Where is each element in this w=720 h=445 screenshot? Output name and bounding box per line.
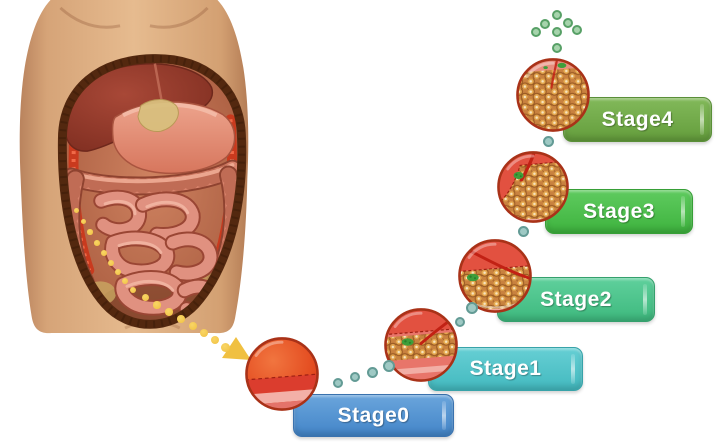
spread-dot — [552, 10, 562, 20]
stage2-circle — [458, 239, 532, 313]
stage3-circle — [497, 151, 569, 223]
arrow-dot — [129, 286, 137, 294]
arrow-dot — [153, 301, 161, 309]
spread-dot — [383, 360, 395, 372]
spread-dot — [542, 135, 554, 147]
arrow-dot — [141, 293, 149, 301]
spread-dot — [350, 372, 360, 382]
stage1-circle — [384, 308, 458, 382]
arrow-dot — [108, 260, 114, 266]
arrow-dot — [73, 207, 79, 213]
stage0-bar: Stage0 — [293, 394, 454, 437]
spread-dot — [540, 19, 550, 29]
arrow-dot — [210, 335, 220, 345]
stage0-label: Stage0 — [337, 403, 410, 427]
arrow-dot — [101, 250, 107, 256]
stage1-bar: Stage1 — [428, 347, 583, 391]
spread-dot — [517, 225, 529, 237]
arrow-dot — [80, 218, 86, 224]
arrow-dot — [121, 277, 129, 285]
spread-dot — [333, 378, 343, 388]
arrow-dot — [165, 308, 173, 316]
omentum-fat — [137, 99, 179, 133]
stage4-circle — [516, 58, 590, 132]
arrow-dot — [87, 229, 93, 235]
arrow-dot — [114, 268, 122, 276]
stage3-label: Stage3 — [583, 199, 655, 223]
stage1-label: Stage1 — [469, 357, 542, 380]
stage0-circle — [245, 337, 319, 411]
stage2-label: Stage2 — [540, 287, 612, 311]
arrow-dot — [199, 328, 209, 338]
cavity-rim — [57, 54, 247, 329]
stage3-bar: Stage3 — [545, 189, 693, 234]
arrow-dot — [189, 322, 197, 330]
spread-dot — [572, 25, 582, 35]
arrow-dot — [94, 240, 100, 246]
spread-dot — [455, 317, 465, 327]
spread-dot — [531, 27, 541, 37]
spread-dot — [552, 27, 562, 37]
spread-dot — [563, 18, 573, 28]
stage4-label: Stage4 — [601, 107, 674, 131]
spread-dot — [366, 366, 378, 378]
abdomen-anatomy-illustration — [19, 0, 249, 334]
spread-dot — [466, 302, 478, 314]
arrow-dot — [220, 342, 230, 352]
spread-dot — [552, 43, 562, 53]
arrow-dot — [177, 315, 185, 323]
